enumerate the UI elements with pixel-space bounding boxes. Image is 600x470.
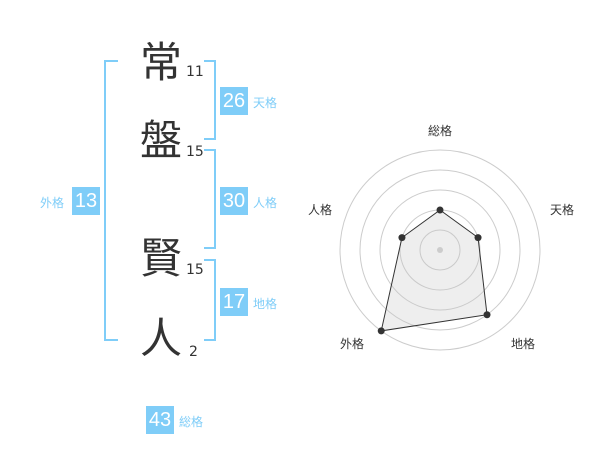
radar-polygon <box>380 209 488 332</box>
radar-point <box>377 327 385 335</box>
chikaku-value: 17 <box>220 288 248 316</box>
radar-axis-label-soukaku: 総格 <box>428 124 453 138</box>
radar-grid-ring <box>339 149 541 351</box>
radar-point <box>474 234 482 242</box>
stroke-count-4: 2 <box>189 344 198 360</box>
radar-center-dot <box>437 247 443 253</box>
jinkaku-value: 30 <box>220 187 248 215</box>
radar-grid-ring <box>359 169 521 331</box>
tenkaku-value: 26 <box>220 87 248 115</box>
radar-axis-label-gaikaku: 外格 <box>340 337 365 351</box>
name-char-2: 盤 <box>140 116 183 165</box>
radar-axis-label-chikaku: 地格 <box>511 337 536 351</box>
jinkaku-label: 人格 <box>253 196 278 210</box>
name-char-1: 常 <box>140 38 183 87</box>
radar-grid-ring <box>419 229 461 271</box>
gaikaku-value: 13 <box>72 187 100 215</box>
radar-axis-label-jinkaku: 人格 <box>308 203 333 217</box>
radar-axis-label-tenkaku: 天格 <box>550 203 575 217</box>
name-char-3: 賢 <box>140 234 183 283</box>
soukaku-label: 総格 <box>179 415 204 429</box>
chikaku-label: 地格 <box>253 297 278 311</box>
stroke-count-3: 15 <box>186 262 204 278</box>
radar-grid-ring <box>379 189 501 311</box>
stroke-count-2: 15 <box>186 144 204 160</box>
radar-point <box>436 206 444 214</box>
tenkaku-label: 天格 <box>253 96 278 110</box>
radar-point <box>398 234 406 242</box>
radar-point <box>483 311 491 319</box>
soukaku-value: 43 <box>146 406 174 434</box>
name-char-4: 人 <box>140 314 183 363</box>
gaikaku-label: 外格 <box>40 196 65 210</box>
stroke-count-1: 11 <box>186 64 204 80</box>
